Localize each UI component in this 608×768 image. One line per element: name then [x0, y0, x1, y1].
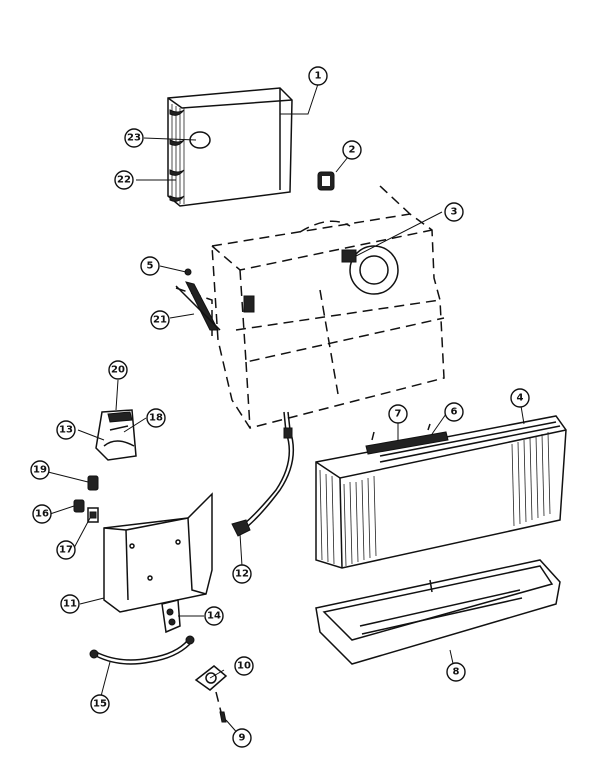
callout-label: 18 — [149, 413, 163, 424]
callout-21: 21 — [150, 310, 170, 330]
callout-15: 15 — [90, 694, 110, 714]
motor-mount — [194, 665, 228, 723]
callout-label: 6 — [451, 407, 458, 418]
callout-1: 1 — [308, 66, 328, 86]
callout-label: 4 — [517, 393, 524, 404]
callout-label: 11 — [63, 599, 77, 610]
thermostat-part — [161, 599, 181, 634]
callout-label: 1 — [315, 71, 322, 82]
callout-14: 14 — [204, 606, 224, 626]
callout-label: 2 — [349, 145, 356, 156]
callout-17: 17 — [56, 540, 76, 560]
callout-4: 4 — [510, 388, 530, 408]
callout-2: 2 — [342, 140, 362, 160]
callout-18: 18 — [146, 408, 166, 428]
callout-label: 23 — [127, 133, 141, 144]
callout-20: 20 — [108, 360, 128, 380]
callout-label: 5 — [147, 261, 154, 272]
callout-label: 12 — [235, 569, 249, 580]
power-cord — [231, 411, 295, 537]
callout-label: 10 — [237, 661, 251, 672]
condenser-coil — [315, 415, 567, 569]
callout-label: 22 — [117, 175, 131, 186]
evaporator-coil — [167, 87, 293, 207]
control-bracket — [95, 409, 137, 461]
callout-6: 6 — [444, 402, 464, 422]
callout-7: 7 — [388, 404, 408, 424]
callout-8: 8 — [446, 662, 466, 682]
callout-label: 19 — [33, 465, 47, 476]
callout-label: 9 — [239, 733, 246, 744]
callout-label: 20 — [111, 365, 125, 376]
callout-label: 3 — [451, 207, 458, 218]
callout-22: 22 — [114, 170, 134, 190]
callout-label: 8 — [453, 667, 460, 678]
base-pan — [315, 559, 561, 665]
callout-label: 13 — [59, 425, 73, 436]
callout-19: 19 — [30, 460, 50, 480]
callout-10: 10 — [234, 656, 254, 676]
callout-16: 16 — [32, 504, 52, 524]
callout-9: 9 — [232, 728, 252, 748]
callout-5: 5 — [140, 256, 160, 276]
callout-23: 23 — [124, 128, 144, 148]
callout-13: 13 — [56, 420, 76, 440]
leader-lines — [47, 83, 525, 737]
bracket-strip — [365, 423, 449, 455]
small-switches — [73, 475, 99, 523]
callout-label: 17 — [59, 545, 73, 556]
cabinet-frame — [175, 185, 445, 429]
control-panel — [103, 492, 213, 613]
clip-part — [317, 171, 335, 191]
callout-3: 3 — [444, 202, 464, 222]
callout-label: 21 — [153, 315, 167, 326]
callout-label: 7 — [395, 409, 402, 420]
callout-label: 15 — [93, 699, 107, 710]
callout-12: 12 — [232, 564, 252, 584]
callout-label: 16 — [35, 509, 49, 520]
callout-11: 11 — [60, 594, 80, 614]
wire-harness — [89, 635, 195, 665]
callout-label: 14 — [207, 611, 221, 622]
